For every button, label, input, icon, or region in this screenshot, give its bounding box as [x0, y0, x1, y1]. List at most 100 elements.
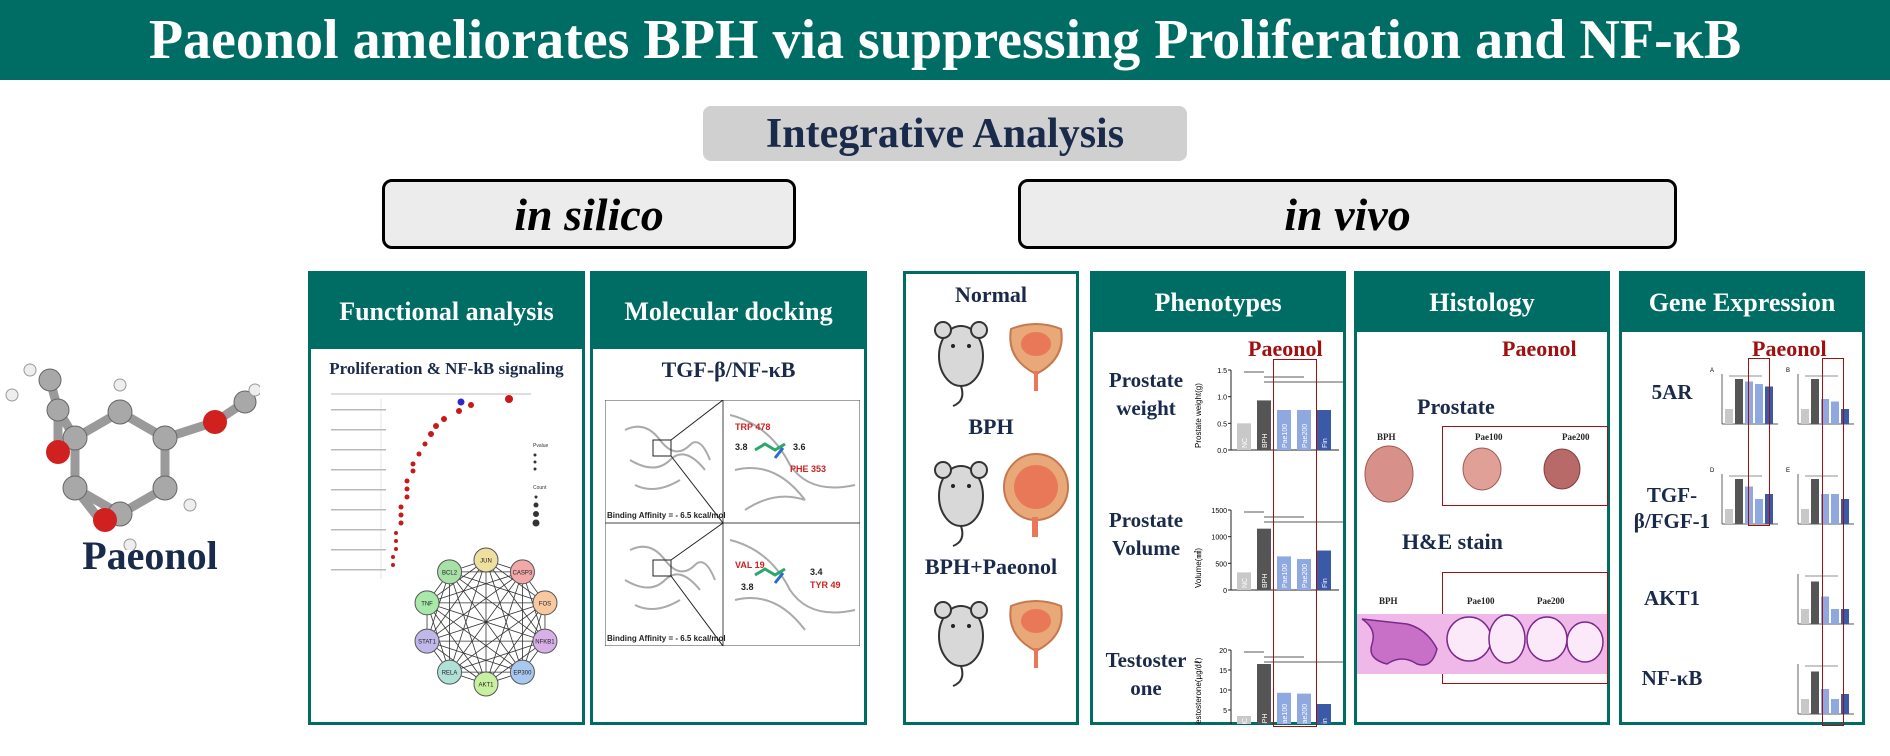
legend-pvalue: Pvalue — [533, 443, 549, 449]
svg-text:TRP 478: TRP 478 — [735, 422, 770, 432]
y-axis-label: Testosterone(µg/㎗) — [1194, 657, 1203, 724]
svg-text:E: E — [1786, 468, 1790, 474]
bar — [1841, 499, 1849, 524]
tick-label: 500 — [1215, 561, 1227, 568]
paeonol-label: Paeonol — [82, 533, 218, 578]
bar — [1841, 694, 1849, 714]
paeonol-tag: Paeonol — [1248, 336, 1323, 361]
bar — [1745, 381, 1753, 424]
bar — [1297, 559, 1311, 590]
gene-mini-chart — [1797, 574, 1854, 625]
y-axis-label: Prostate weight(g) — [1194, 383, 1203, 448]
svg-text:D: D — [1710, 468, 1715, 474]
bar — [1257, 664, 1271, 724]
category-label: Pae100 — [1282, 564, 1289, 588]
bar — [1277, 410, 1291, 450]
tick-label: 10 — [1219, 688, 1227, 695]
bar — [1811, 379, 1819, 424]
panel-header: Histology — [1357, 274, 1607, 332]
bar — [1831, 401, 1839, 424]
svg-text:3.8: 3.8 — [735, 442, 748, 452]
bar — [1725, 509, 1733, 524]
normal-label: Normal — [954, 282, 1028, 307]
functional-analysis-panel: Functional analysis Proliferation & NF-k… — [308, 271, 585, 725]
tick-label: 0.0 — [1217, 448, 1227, 455]
network-node — [437, 559, 463, 585]
he-stain-label: H&E stain — [1402, 529, 1503, 554]
category-label: Fin — [1322, 578, 1329, 588]
category-label: BPH — [1262, 434, 1269, 448]
tick-label: 1.5 — [1217, 368, 1227, 375]
tick-label: 1500 — [1211, 508, 1227, 515]
category-label: NC — [1242, 718, 1249, 724]
histology-images: BPH Pae100 Pae200 BPH Pae100 Pae200 — [1357, 432, 1607, 674]
category-label: NC — [1242, 578, 1249, 588]
mice-groups-panel: Normal BPH BPH+Paeonol — [903, 271, 1079, 725]
network-node — [532, 590, 558, 616]
svg-text:B: B — [1786, 368, 1790, 374]
network-node-label: NFKB1 — [535, 640, 555, 646]
svg-text:3.8: 3.8 — [741, 582, 754, 592]
gene-expression-panel: Gene Expression Paeonol 5AR TGF-β/FGF-1 … — [1619, 271, 1865, 726]
svg-text:VAL 19: VAL 19 — [735, 560, 765, 570]
bar — [1277, 692, 1291, 724]
tick-label: 15 — [1219, 668, 1227, 675]
svg-text:TYR 49: TYR 49 — [810, 580, 841, 590]
category-label: Pae200 — [1302, 424, 1309, 448]
y-axis-label: Volume(㎣) — [1194, 548, 1203, 588]
bar — [1831, 494, 1839, 524]
gene-nfkb: NF-κB — [1641, 666, 1703, 690]
svg-text:Pae100: Pae100 — [1467, 596, 1495, 606]
svg-text:Pae200: Pae200 — [1537, 596, 1565, 606]
category-label: Pae200 — [1302, 704, 1309, 724]
bar — [1237, 572, 1251, 590]
panel-header: Functional analysis — [311, 274, 582, 349]
paeonol-highlight-box — [1273, 359, 1317, 727]
bar — [1735, 379, 1743, 424]
bar — [1735, 479, 1743, 524]
paeonol-molecule-icon — [5, 363, 260, 550]
in-vivo-label: in vivo — [1018, 179, 1677, 249]
bar — [1831, 699, 1839, 714]
network-node-label: FOS — [539, 601, 551, 607]
tick-label: 1000 — [1211, 535, 1227, 542]
panel-header: Molecular docking — [593, 274, 864, 349]
histology-panel: Histology Paeonol Prostate H&E stain BPH… — [1354, 271, 1610, 725]
bar — [1257, 528, 1271, 590]
legend-count: Count — [533, 485, 547, 491]
network-node — [532, 628, 558, 654]
bar — [1831, 609, 1839, 624]
in-silico-label: in silico — [382, 179, 796, 249]
network-node-label: TNF — [421, 601, 433, 607]
bar — [1755, 384, 1763, 424]
network-node — [473, 547, 499, 573]
svg-text:BPH: BPH — [1379, 596, 1398, 606]
paeonol-highlight-box — [1822, 358, 1844, 726]
bar — [1257, 400, 1271, 450]
gene-5ar: 5AR — [1651, 380, 1693, 404]
network-node-label: AKT1 — [478, 683, 494, 689]
bph-label: BPH — [968, 414, 1014, 439]
svg-text:Pae100: Pae100 — [1475, 432, 1503, 442]
molecular-docking-panel: Molecular docking TGF-β/NF-κB TRP 478 PH… — [590, 271, 867, 725]
svg-text:PHE 353: PHE 353 — [790, 464, 826, 474]
bar — [1811, 671, 1819, 714]
bar — [1821, 494, 1829, 524]
bar — [1277, 556, 1291, 590]
tick-label: 5 — [1223, 708, 1227, 715]
bar — [1317, 410, 1331, 450]
bar-chart: Testosterone(µg/㎗)05101520NCBPHPae100Pae… — [1194, 648, 1343, 724]
bar — [1237, 716, 1251, 724]
bar — [1821, 689, 1829, 714]
panel-subtitle: Proliferation & NF-kB signaling — [329, 359, 564, 378]
bar — [1237, 423, 1251, 450]
svg-text:BPH: BPH — [1377, 432, 1396, 442]
page-title: Paeonol ameliorates BPH via suppressing … — [0, 0, 1890, 80]
svg-text:Pae200: Pae200 — [1562, 432, 1590, 442]
paeonol-tag: Paeonol — [1752, 336, 1827, 361]
